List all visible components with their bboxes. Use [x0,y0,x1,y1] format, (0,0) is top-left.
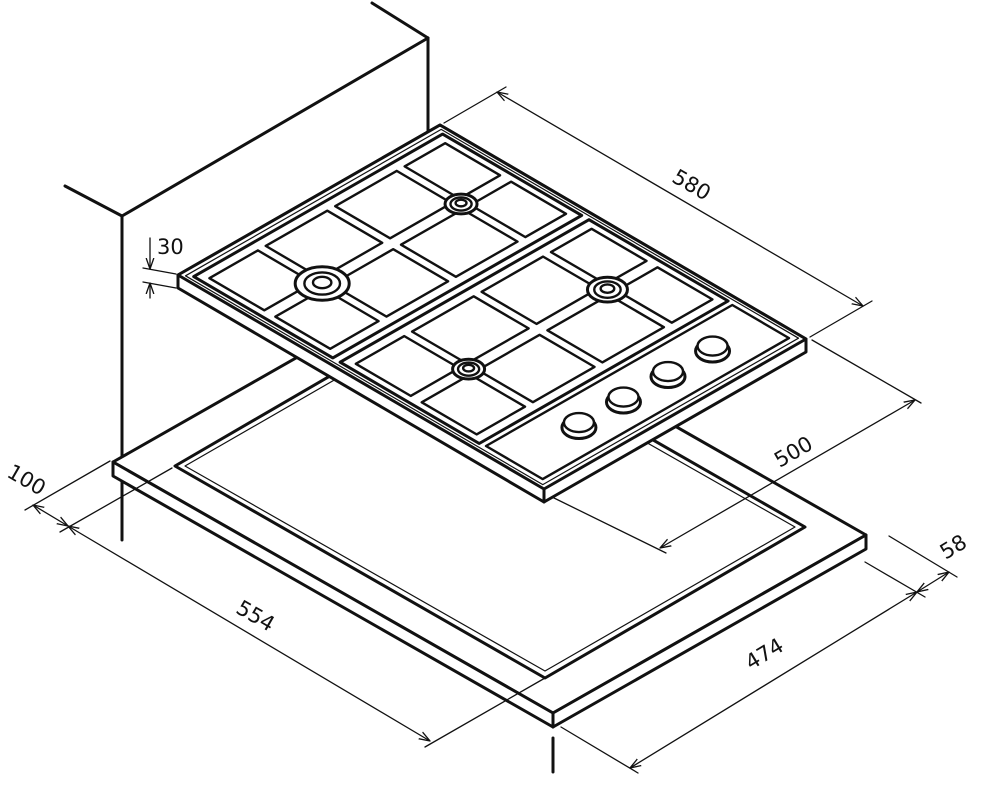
wall-top-edge [120,36,430,218]
control-knob-3 [649,360,687,390]
extension-line [142,267,177,275]
burner-medium [585,275,629,304]
grate-cell [330,247,450,318]
dimension-line [68,526,430,741]
dimension-label-cutout-depth: 474 [741,633,788,674]
dimension-label-cutout-width: 554 [232,596,279,637]
dimension-hob-thickness: 30 [142,235,184,299]
extension-line [551,496,667,554]
dimension-label-hob-thickness: 30 [157,235,184,259]
dimension-label-hob-depth: 500 [770,432,817,473]
extension-line [864,561,926,598]
burner-large-cap [311,275,333,290]
grate-left [192,132,584,360]
burner-small-front [451,357,487,381]
control-knob-2 [604,386,642,415]
extension-line [560,726,639,774]
grate-cell [476,333,596,404]
grate-cell [410,295,530,365]
grate-cell [264,209,384,280]
extension-line [888,535,958,578]
dimension-label-hob-width: 580 [668,165,715,206]
dimension-line [33,505,68,526]
dimension-line [497,92,863,306]
burner-small-back-cap [454,198,468,208]
extension-line [24,460,111,511]
knob-top [696,335,729,357]
hob-inner-rim [184,128,800,486]
burner-small-back [443,192,479,216]
dimension-line [660,400,915,548]
extension-line [59,467,173,533]
dimension-label-wall-distance: 100 [3,460,50,501]
knob-top [607,386,640,408]
dimension-label-front-distance: 58 [936,530,971,564]
grate-cell [420,373,527,436]
extension-line [424,677,546,748]
dimension-line [917,572,949,592]
burner-small-front-cap [461,363,476,373]
control-knob-1 [560,411,598,441]
burner-large [293,265,351,302]
dimension-line [630,592,917,768]
wall-side-edge [63,184,124,218]
control-knob-4 [694,335,732,364]
wall-back-edge [370,1,430,40]
extension-line [142,281,177,289]
gas-hob [176,123,808,504]
extension-line [811,339,922,404]
burner-medium-cap [599,283,616,295]
knob-top [562,411,596,434]
knob-top [651,360,685,383]
